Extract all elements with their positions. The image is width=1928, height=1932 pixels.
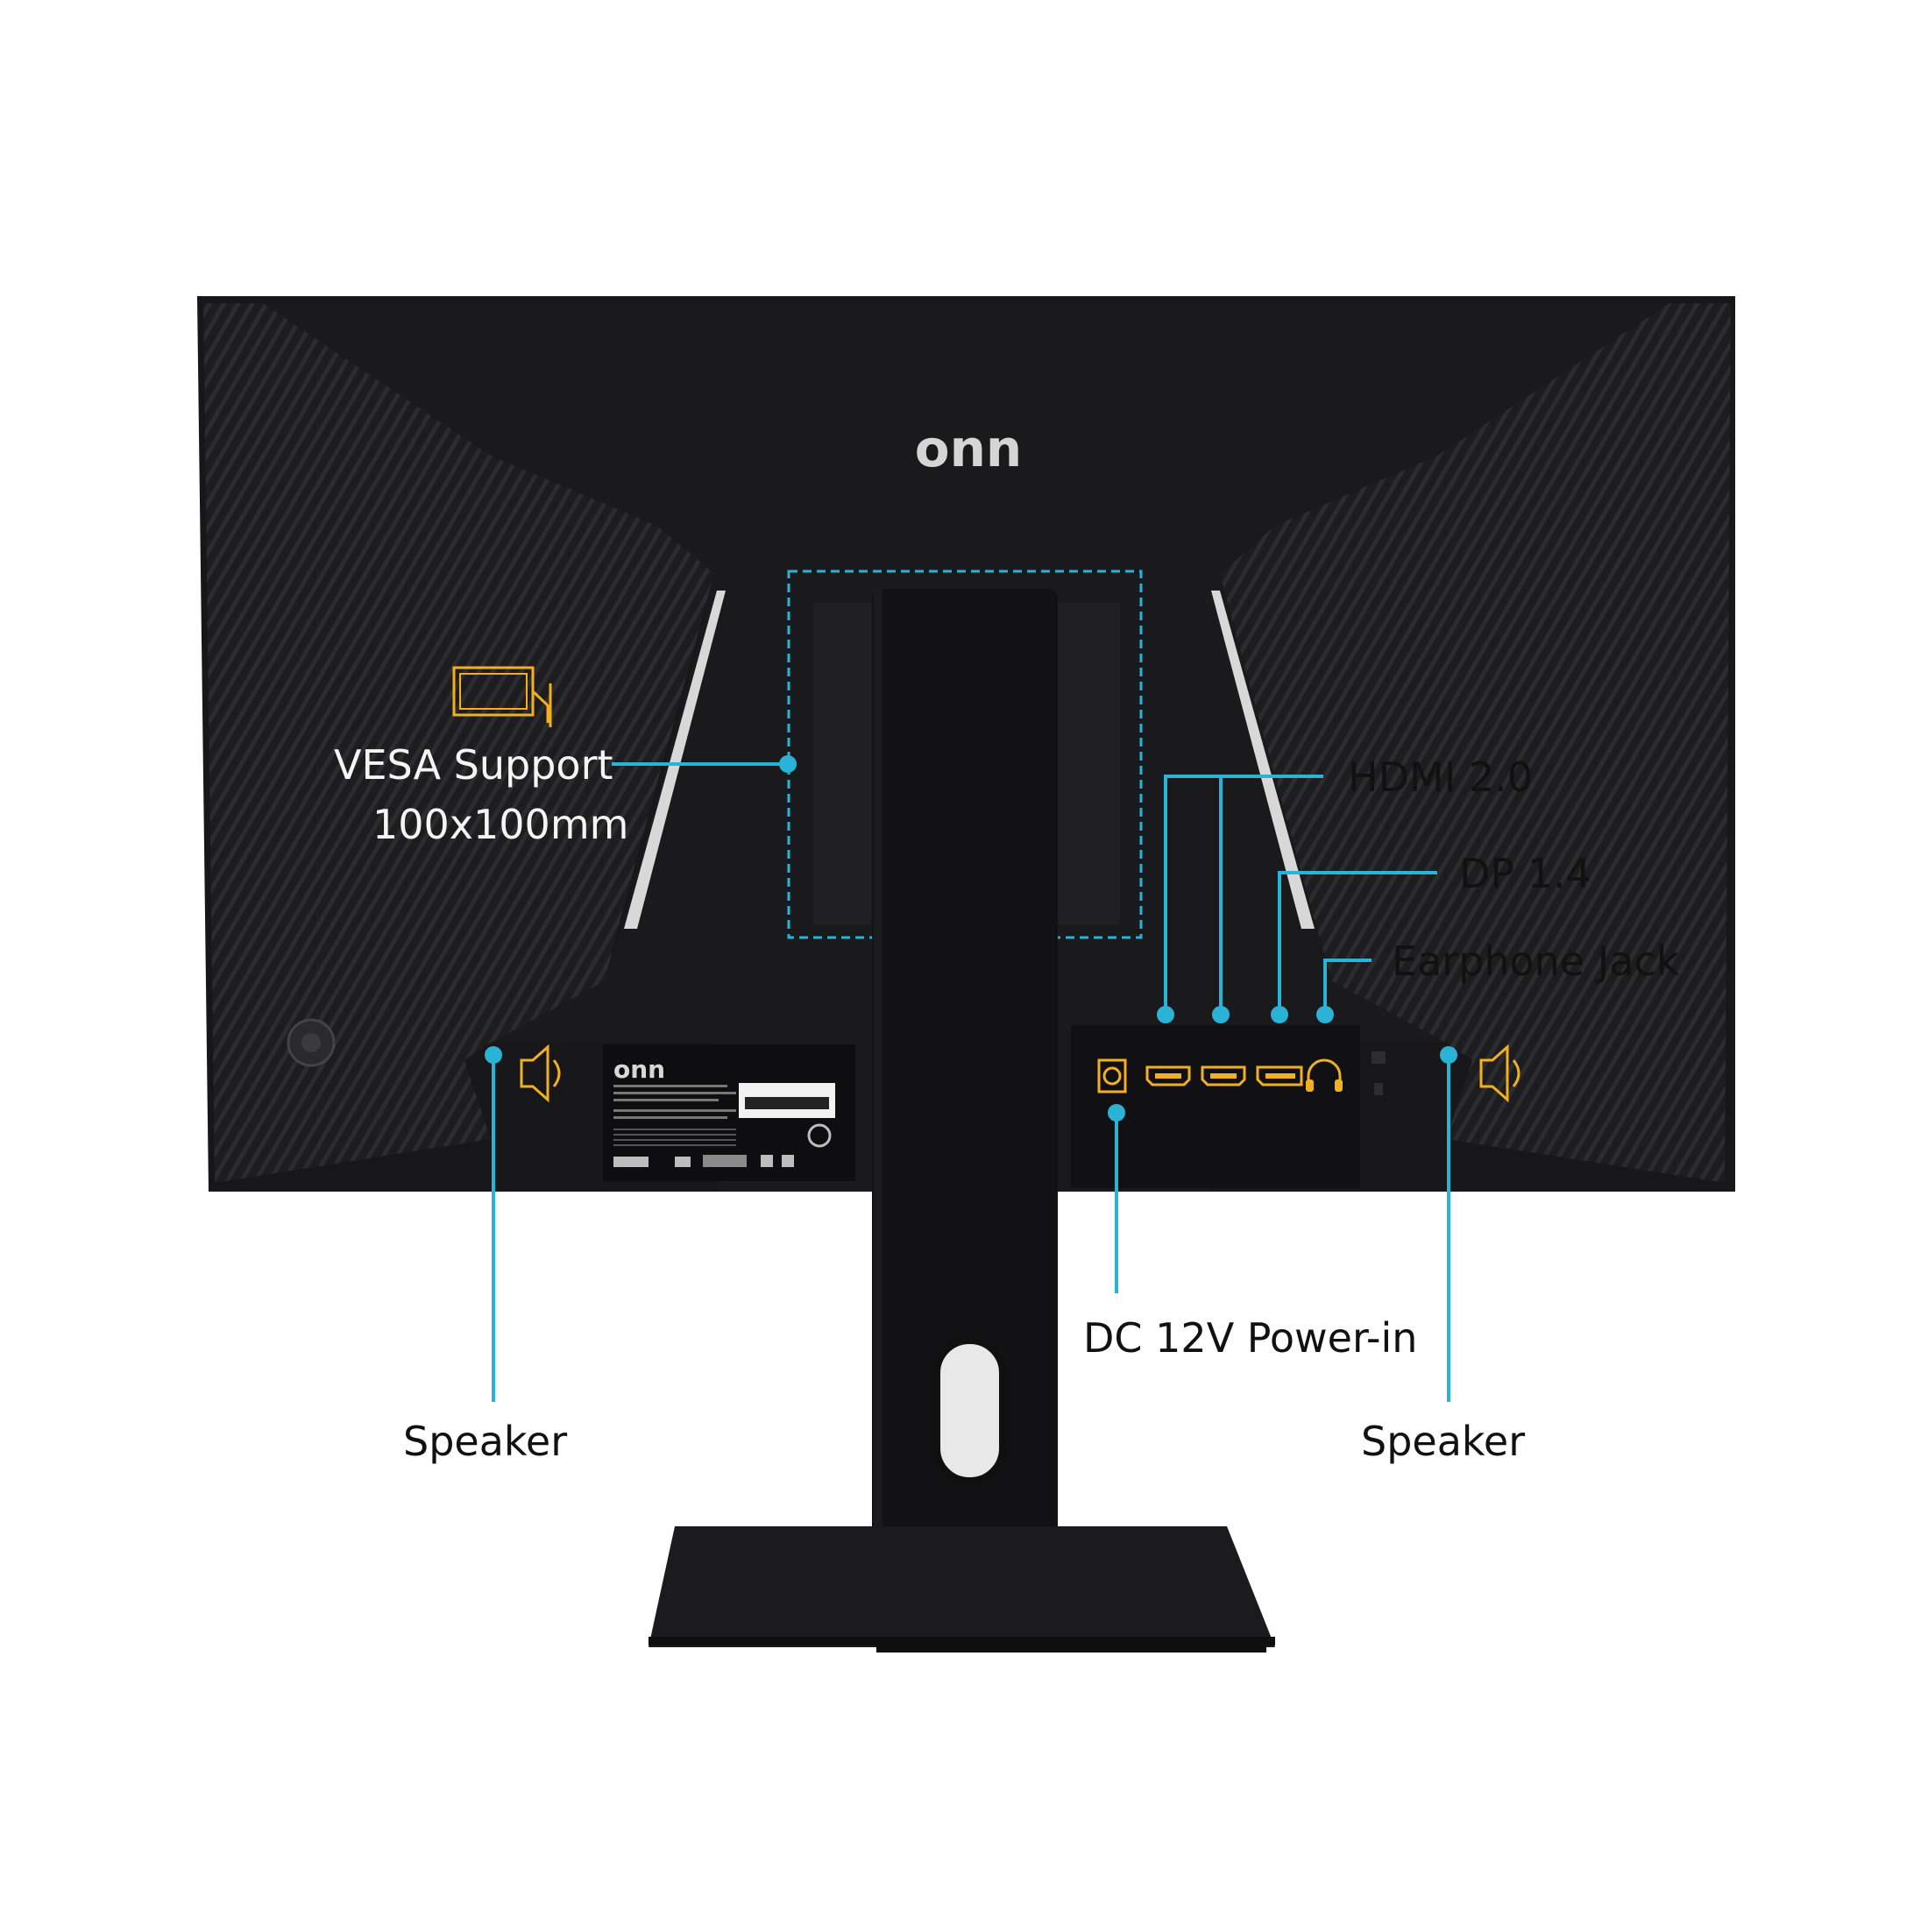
stand-neck xyxy=(872,589,1058,1581)
speaker-left-label: Speaker xyxy=(403,1418,568,1465)
displayport-icon xyxy=(1256,1065,1303,1086)
vesa-label-line1: VESA Support xyxy=(334,741,613,789)
stand-base-foot xyxy=(876,1645,1266,1652)
left-texture-panel xyxy=(203,303,714,1183)
lock-slot xyxy=(1374,1083,1383,1095)
rating-label: onn xyxy=(603,1044,855,1181)
label-logo: onn xyxy=(613,1055,665,1084)
hdmi-port-icon xyxy=(1145,1065,1191,1086)
speaker-icon xyxy=(1479,1044,1520,1103)
hdmi-label: HDMI 2.0 xyxy=(1348,754,1534,801)
brand-logo: onn xyxy=(915,419,1022,478)
stand-base-front xyxy=(649,1637,1275,1645)
dc-power-icon xyxy=(1097,1058,1127,1093)
lock-slot xyxy=(1372,1051,1386,1064)
cable-hole xyxy=(933,1337,1006,1484)
earphone-label: Earphone Jack xyxy=(1392,938,1680,985)
vesa-mount-icon xyxy=(452,666,552,727)
right-silver-strip xyxy=(1211,591,1315,929)
stand-base xyxy=(649,1526,1275,1647)
joystick-knob xyxy=(301,1033,321,1052)
vesa-label-line2: 100x100mm xyxy=(372,801,629,848)
dc-power-label: DC 12V Power-in xyxy=(1083,1314,1418,1362)
headphone-icon xyxy=(1306,1058,1343,1092)
speaker-right-label: Speaker xyxy=(1361,1418,1526,1465)
left-silver-strip xyxy=(624,591,726,929)
dp-label: DP 1.4 xyxy=(1459,850,1591,897)
vesa-highlight-box xyxy=(787,570,1143,939)
callout-dots xyxy=(485,755,1457,1122)
stand-neck-edge xyxy=(874,589,882,1581)
right-texture-panel xyxy=(1220,303,1731,1183)
speaker-icon xyxy=(520,1044,561,1103)
hdmi-port-icon xyxy=(1201,1065,1246,1086)
callout-lines xyxy=(492,762,1450,1402)
